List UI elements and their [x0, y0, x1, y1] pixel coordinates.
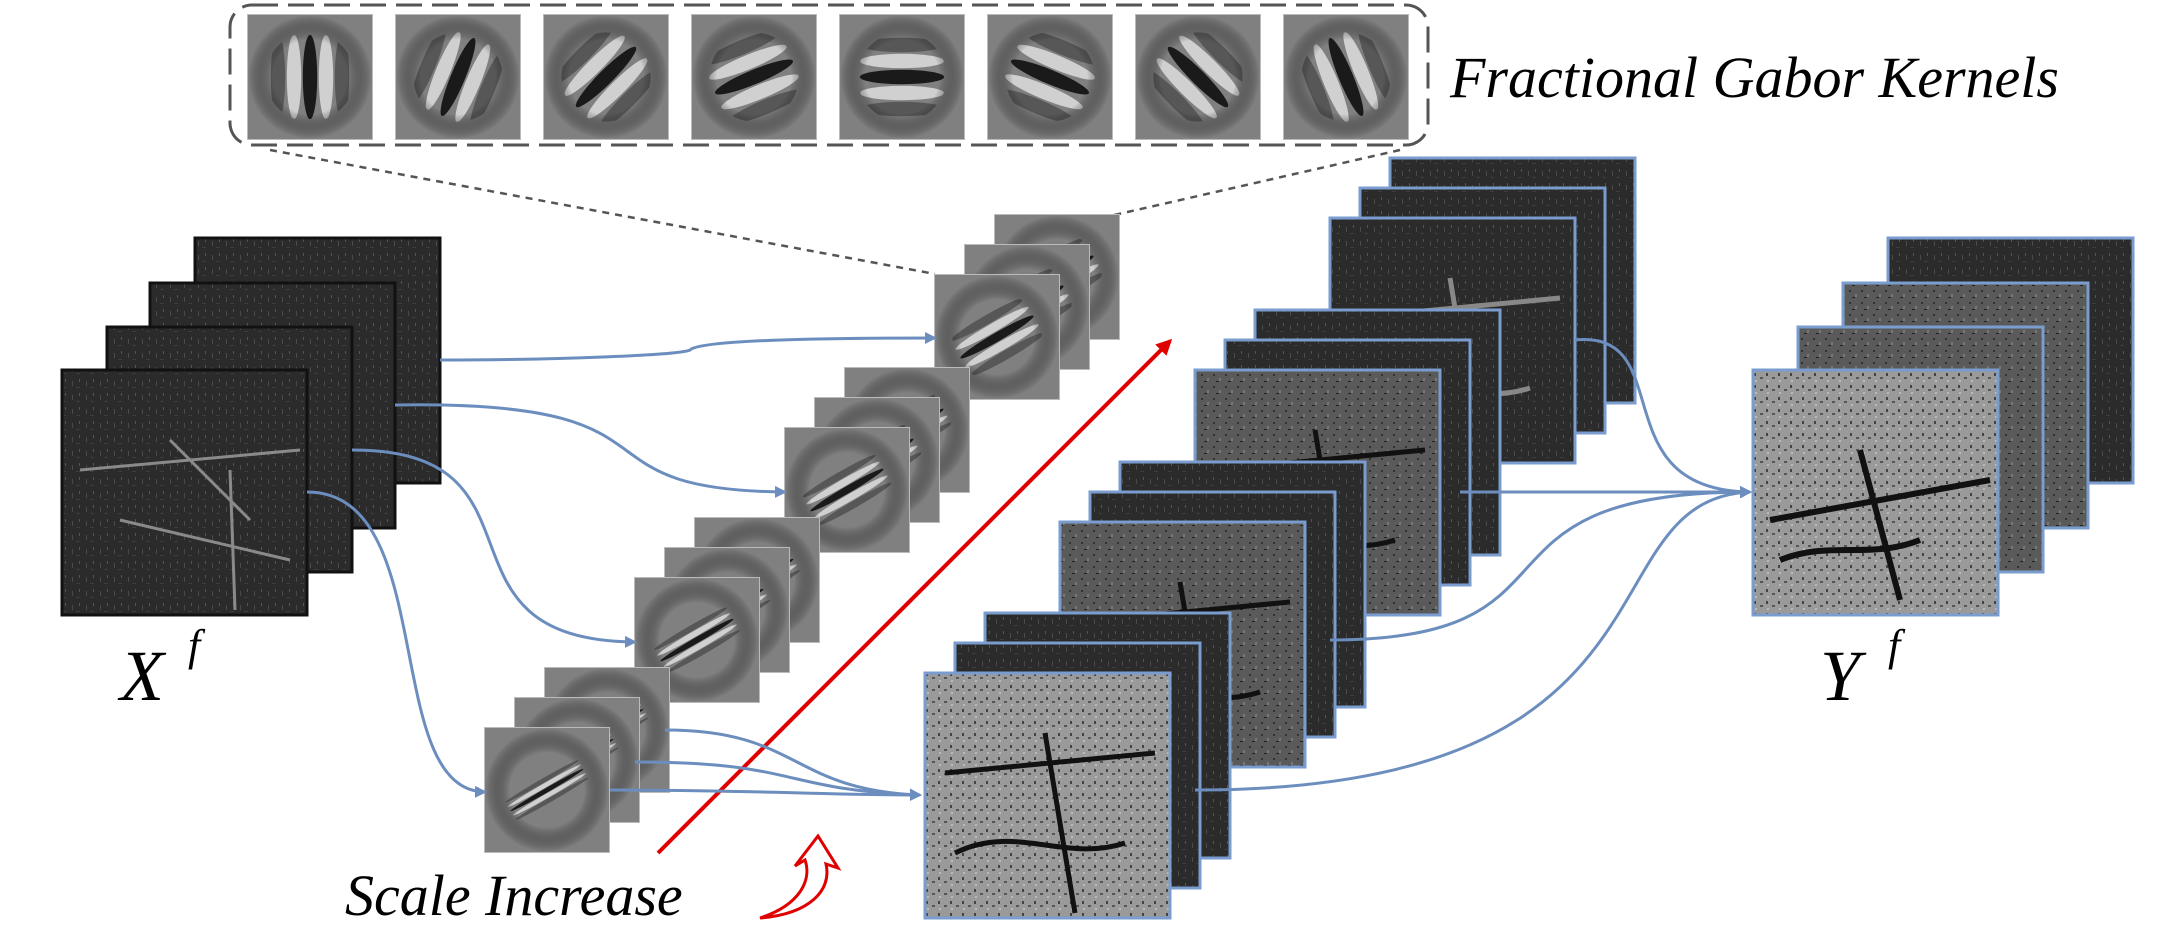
arrow-kernel-to-response-1 [664, 728, 922, 801]
projection-line-right [1109, 148, 1401, 218]
arrow-response-to-output-1 [1574, 338, 1752, 498]
input-map-structure [79, 438, 301, 611]
arrow-input-to-kernel-3 [351, 448, 637, 648]
kernel-stack-3-layer-0 [484, 727, 610, 853]
input-label: X f [117, 621, 206, 716]
arrow-response-to-output-4 [1194, 486, 1752, 792]
response-map [923, 671, 1172, 920]
output-label-sup: f [1888, 621, 1906, 670]
scale-increase-label: Scale Increase [345, 863, 683, 928]
arrow-input-to-kernel-1 [439, 332, 937, 362]
arrow-input-to-kernel-2 [394, 403, 787, 498]
output-map-structure [1769, 449, 1991, 601]
gabor-kernel-3 [691, 14, 817, 140]
kernel-bank [228, 3, 1430, 147]
kernel-stack-0-layer-0 [934, 274, 1060, 400]
output-label-base: Y [1820, 636, 1867, 716]
gabor-kernel-4 [839, 14, 965, 140]
output-feature-stack [1751, 236, 2135, 617]
gabor-kernel-6 [1135, 14, 1261, 140]
input-label-sup: f [188, 621, 206, 670]
arrow-kernel-to-response-3 [609, 788, 922, 801]
output-label: Y f [1820, 621, 1906, 716]
arrow-response-to-output-3 [1329, 486, 1752, 642]
gabor-kernel-2 [543, 14, 669, 140]
input-label-base: X [117, 636, 167, 716]
arrow-input-to-kernel-4 [306, 490, 487, 798]
gabor-kernel-1 [395, 14, 521, 140]
response-map-structure [944, 732, 1156, 914]
connector-arrows [306, 332, 1752, 801]
projection-line-left [269, 148, 936, 276]
gabor-kernel-5 [987, 14, 1113, 140]
input-feature-stack [60, 236, 442, 617]
kernel-bank-label: Fractional Gabor Kernels [1449, 45, 2059, 110]
gabor-kernel-7 [1283, 14, 1409, 140]
response-stack-3 [923, 611, 1232, 920]
kernel-stacks [484, 214, 1120, 853]
input-map [60, 368, 309, 617]
response-stacks [923, 156, 1637, 920]
kernel-row [247, 14, 1409, 140]
output-map [1751, 368, 2000, 617]
kernel-bank-frame [228, 3, 1430, 147]
gabor-kernel-0 [247, 14, 373, 140]
curved-scale-arrow-icon [759, 833, 842, 920]
arrow-kernel-to-response-2 [634, 760, 922, 801]
